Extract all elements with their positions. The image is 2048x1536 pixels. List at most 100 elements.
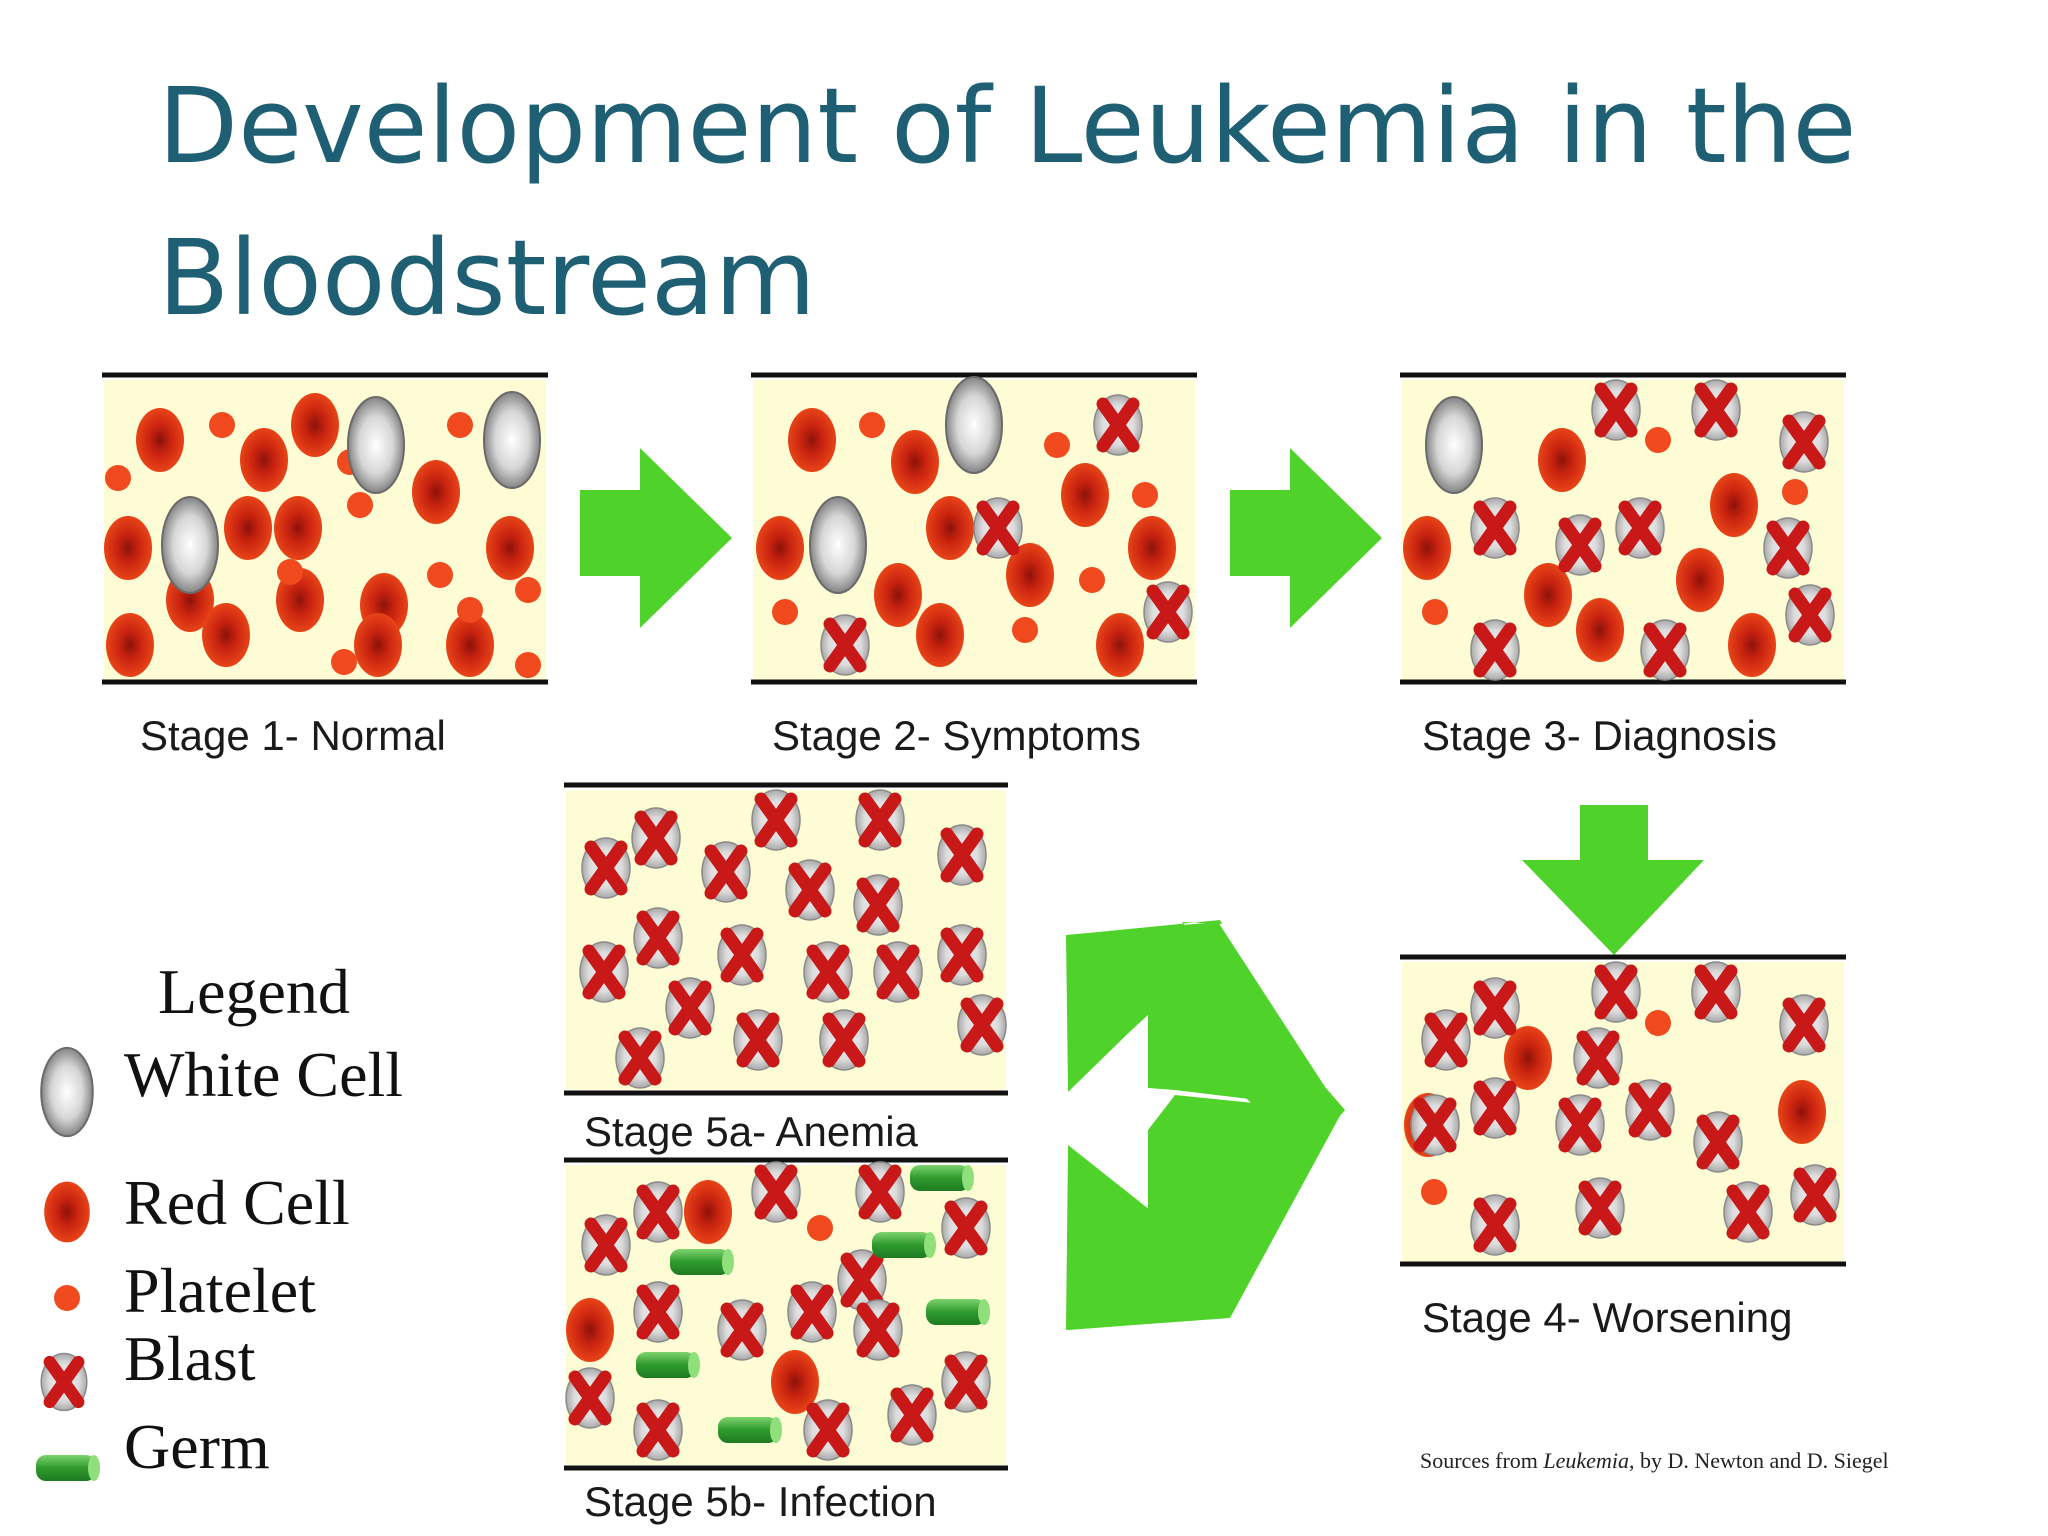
blast-cell xyxy=(1763,517,1813,579)
blast-cell xyxy=(633,907,683,969)
blast-cell xyxy=(631,807,681,869)
page-title: Development of Leukemia in the Bloodstre… xyxy=(158,65,1857,339)
germ xyxy=(718,1417,782,1443)
legend-label: Platelet xyxy=(124,1255,316,1326)
red-cell xyxy=(274,496,322,560)
blast-cell xyxy=(957,994,1007,1056)
blast-cell xyxy=(1785,584,1835,646)
stage-1-label: Stage 1- Normal xyxy=(140,712,446,759)
red-cell xyxy=(106,613,154,677)
source-suffix: , by D. Newton and D. Siegel xyxy=(1628,1448,1889,1473)
blast-cell xyxy=(1691,961,1741,1023)
blast-cell xyxy=(873,941,923,1003)
red-cell xyxy=(874,563,922,627)
platelet xyxy=(1079,567,1105,593)
legend-item-platelet: Platelet xyxy=(30,1255,430,1342)
blast-cell xyxy=(855,1161,905,1223)
panel-stage-5b xyxy=(564,1157,1008,1471)
blast-cell xyxy=(751,1161,801,1223)
white-cell xyxy=(161,496,219,594)
blast-cell xyxy=(717,1299,767,1361)
blast-cell xyxy=(633,1281,683,1343)
germ xyxy=(872,1232,936,1258)
red-cell xyxy=(1006,543,1054,607)
blast-cell xyxy=(819,1009,869,1071)
blast-cell xyxy=(1470,977,1520,1039)
blast-cell xyxy=(1555,514,1605,576)
blast-cell xyxy=(973,497,1023,559)
stage-2-label: Stage 2- Symptoms xyxy=(772,712,1141,759)
red-cell xyxy=(1676,548,1724,612)
platelet xyxy=(54,1285,80,1311)
legend-item-red-cell: Red Cell xyxy=(30,1167,430,1252)
red-cell xyxy=(1061,463,1109,527)
platelet xyxy=(515,652,541,678)
red-cell xyxy=(291,393,339,457)
platelet xyxy=(457,597,483,623)
blast-cell xyxy=(1779,411,1829,473)
blast-cell xyxy=(633,1181,683,1243)
platelet xyxy=(1012,617,1038,643)
legend-item-blast: Blast xyxy=(30,1323,430,1410)
germ xyxy=(670,1249,734,1275)
blast-cell xyxy=(701,841,751,903)
platelet xyxy=(515,577,541,603)
blast-cell xyxy=(615,1027,665,1089)
red-cell xyxy=(136,408,184,472)
blast-cell xyxy=(1470,497,1520,559)
white-cell xyxy=(945,376,1003,474)
blast-cell xyxy=(1591,379,1641,441)
blast-cell xyxy=(1691,379,1741,441)
blast-cell xyxy=(1591,961,1641,1023)
white-cell xyxy=(40,1046,94,1138)
blast-cell xyxy=(855,789,905,851)
white-cell xyxy=(347,396,405,494)
blast-cell xyxy=(941,1351,991,1413)
panel-stage-5a xyxy=(564,782,1008,1096)
germ xyxy=(910,1165,974,1191)
legend-item-germ: Germ xyxy=(30,1411,430,1498)
blast-cell xyxy=(1421,1009,1471,1071)
blast-cell xyxy=(40,1352,88,1412)
red-cell xyxy=(891,430,939,494)
red-cell xyxy=(926,496,974,560)
red-cell xyxy=(486,516,534,580)
red-cell xyxy=(1728,613,1776,677)
blast-cell xyxy=(937,824,987,886)
legend-title: Legend xyxy=(158,956,350,1027)
blast-cell xyxy=(1575,1177,1625,1239)
platelet xyxy=(1645,427,1671,453)
red-cell xyxy=(1576,598,1624,662)
blast-cell xyxy=(665,977,715,1039)
arrow-cycle xyxy=(1068,920,1345,1330)
platelet xyxy=(1645,1010,1671,1036)
red-cell xyxy=(756,516,804,580)
germ xyxy=(36,1455,100,1481)
platelet xyxy=(807,1215,833,1241)
blast-cell xyxy=(820,614,870,676)
red-cell xyxy=(104,516,152,580)
legend-label: White Cell xyxy=(124,1039,404,1110)
red-cell xyxy=(788,408,836,472)
platelet xyxy=(772,599,798,625)
platelet xyxy=(105,465,131,491)
red-cell xyxy=(446,613,494,677)
blast-cell xyxy=(633,1399,683,1461)
platelet xyxy=(427,562,453,588)
red-cell xyxy=(412,460,460,524)
blast-cell xyxy=(837,1249,887,1311)
panel-stage-2 xyxy=(751,372,1197,685)
red-cell xyxy=(916,603,964,667)
blast-cell xyxy=(1470,1194,1520,1256)
platelet xyxy=(209,412,235,438)
legend-item-white-cell: White Cell xyxy=(30,1039,430,1120)
platelet xyxy=(447,412,473,438)
arrow-stage1-to-2 xyxy=(580,448,732,628)
panel-stage-1 xyxy=(102,372,548,685)
blast-cell xyxy=(1410,1094,1460,1156)
blast-cell xyxy=(1640,619,1690,681)
white-cell xyxy=(483,391,541,489)
blast-cell xyxy=(1555,1094,1605,1156)
platelet xyxy=(331,649,357,675)
blast-cell xyxy=(581,837,631,899)
